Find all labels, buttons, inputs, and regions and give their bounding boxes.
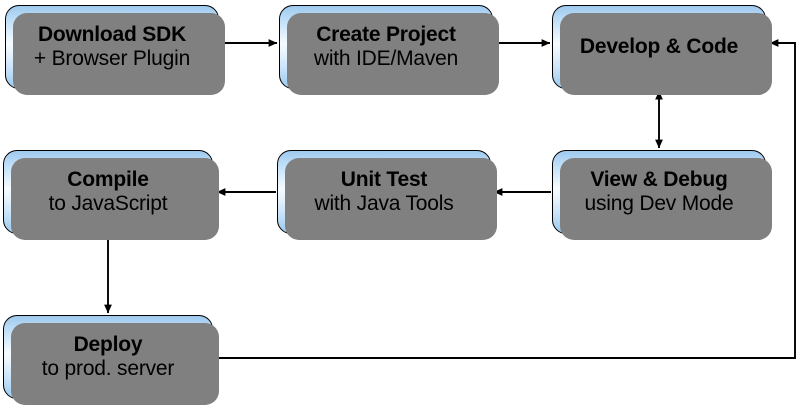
node-develop-code[interactable]: Develop & Code [552,5,772,95]
node-create-project-line2: with IDE/Maven [313,46,459,70]
node-develop-code-line1: Develop & Code [579,34,739,58]
node-unit-test[interactable]: Unit Test with Java Tools [277,150,497,240]
node-view-debug-line1: View & Debug [590,167,728,191]
connector-deploy-to-develop-feedback [214,39,796,359]
node-unit-test-line2: with Java Tools [314,191,454,215]
node-download-sdk-line2: + Browser Plugin [33,46,191,70]
node-compile[interactable]: Compile to JavaScript [3,150,219,240]
node-deploy-line2: to prod. server [41,356,175,380]
node-view-debug-line2: using Dev Mode [584,191,734,215]
node-unit-test-line1: Unit Test [340,167,428,191]
node-download-sdk[interactable]: Download SDK + Browser Plugin [5,5,225,95]
node-deploy[interactable]: Deploy to prod. server [3,315,219,405]
node-create-project-line1: Create Project [316,22,456,46]
node-view-debug[interactable]: View & Debug using Dev Mode [552,150,772,240]
node-create-project[interactable]: Create Project with IDE/Maven [279,5,499,95]
node-download-sdk-line1: Download SDK [37,22,187,46]
node-deploy-line1: Deploy [73,332,143,356]
node-compile-line1: Compile [67,167,149,191]
node-compile-line2: to JavaScript [48,191,168,215]
